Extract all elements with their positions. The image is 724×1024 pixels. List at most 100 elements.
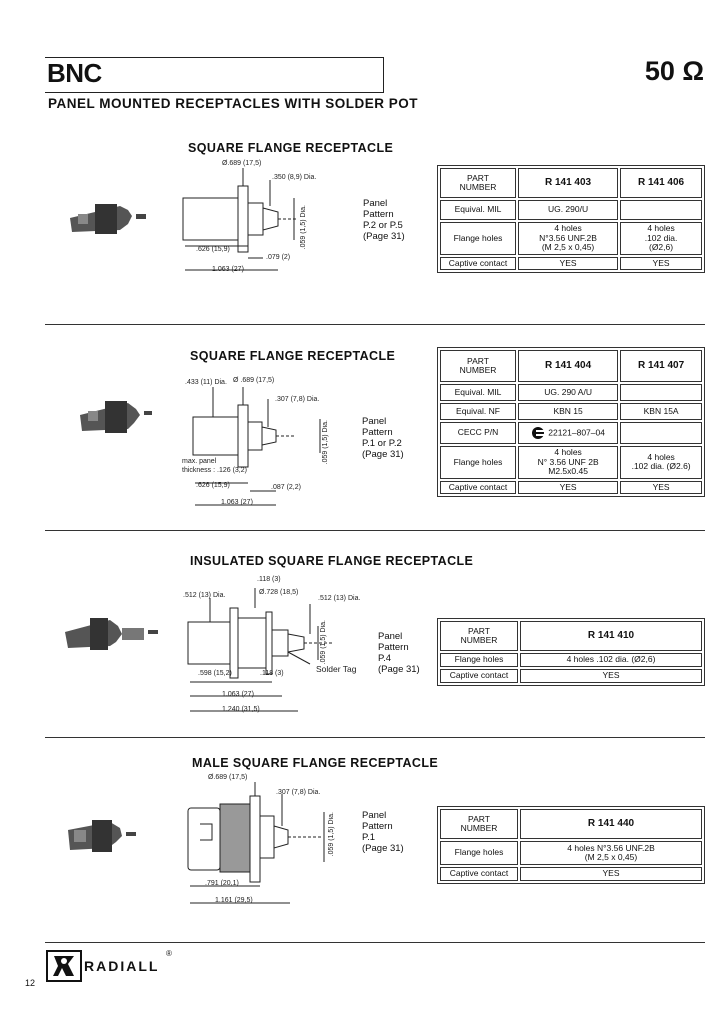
row-label: Equival. MIL: [440, 384, 516, 401]
table-cell: YES: [518, 256, 619, 270]
table-cell: [620, 200, 702, 220]
part-number-cell: R 141 440: [520, 809, 702, 839]
dim-label: thickness : .126 (3,2): [182, 467, 247, 474]
product-photo-2: [80, 401, 152, 433]
table-cell: 4 holes.102 dia.(Ø2,6): [620, 222, 702, 255]
section-4-drawing: [68, 782, 325, 904]
dim-label: .087 (2,2): [271, 484, 301, 491]
row-label: Flange holes: [440, 446, 516, 479]
cecc-logo-icon: [532, 427, 546, 439]
table-cell: 4 holes N°3.56 UNF.2B(M 2,5 x 0,45): [520, 841, 702, 865]
dim-label: 1.063 (27): [222, 691, 254, 698]
dim-label: Ø.728 (18,5): [259, 589, 299, 596]
dim-label: .512 (13) Dia.: [183, 592, 226, 599]
dim-label: .512 (13) Dia.: [318, 595, 361, 602]
dim-label: .626 (15,9): [196, 246, 230, 253]
product-photo-1: [70, 204, 146, 234]
header-frame: [45, 57, 384, 93]
table-cell: YES: [620, 256, 702, 270]
row-label: Flange holes: [440, 653, 518, 667]
table-cell: YES: [620, 480, 702, 494]
dim-label: 1.063 (27): [221, 499, 253, 506]
row-label: Flange holes: [440, 222, 516, 255]
table-cell: KBN 15A: [620, 403, 702, 420]
technical-drawing-3: [187, 588, 332, 712]
row-label: CECC P/N: [440, 422, 516, 444]
page-number: 12: [25, 978, 36, 988]
section-3-title: INSULATED SQUARE FLANGE RECEPTACLE: [190, 554, 474, 568]
section-2-title: SQUARE FLANGE RECEPTACLE: [190, 349, 396, 363]
dim-label: .791 (20,1): [205, 880, 239, 887]
dim-label: Ø.689 (17,5): [222, 160, 262, 167]
table-cell: UG. 290/U: [518, 200, 619, 220]
table-cell: [620, 384, 702, 401]
dim-label: Ø .689 (17,5): [233, 377, 275, 384]
impedance-label: 50 Ω: [644, 56, 704, 86]
footer-divider: [45, 942, 705, 943]
table-cell: KBN 15: [518, 403, 619, 420]
section-divider: [45, 324, 705, 325]
technical-drawing-1: [182, 168, 298, 271]
table-cell: YES: [520, 669, 702, 683]
dim-label: max. panel: [182, 458, 217, 465]
dim-label: .307 (7,8) Dia.: [275, 396, 320, 403]
dim-label: .118 (3): [260, 670, 284, 677]
section-2-drawing: [80, 387, 321, 506]
section-3-drawing: [65, 588, 332, 712]
section-1-drawing: [70, 168, 298, 271]
page-subtitle: PANEL MOUNTED RECEPTACLES WITH SOLDER PO…: [48, 96, 419, 111]
dim-label: .433 (11) Dia.: [185, 379, 227, 386]
row-label: Equival. MIL: [440, 200, 516, 220]
dim-label: 1.063 (27): [212, 266, 244, 273]
row-label: Captive contact: [440, 480, 516, 494]
dim-label: .059 (1,5) Dia.: [322, 420, 329, 465]
technical-drawing-4: [187, 782, 325, 904]
dim-label: .079 (2): [266, 254, 291, 261]
dim-label: 1.240 (31,5): [222, 706, 260, 713]
row-label: Captive contact: [440, 867, 518, 881]
radiall-logo-icon: [46, 950, 82, 982]
dim-label: 1.161 (29,5): [215, 897, 253, 904]
table-cell: YES: [518, 480, 619, 494]
part-number-cell: R 141 404: [518, 350, 619, 382]
product-photo-4: [68, 820, 136, 852]
part-number-cell: R 141 410: [520, 621, 702, 651]
section-divider: [45, 737, 705, 738]
dim-label: .598 (15,2): [198, 670, 232, 677]
dim-label: .350 (8,9) Dia.: [272, 174, 317, 181]
table-cell: 4 holes.102 dia. (Ø2.6): [620, 446, 702, 479]
table-cell: UG. 290 A/U: [518, 384, 619, 401]
dim-label: .307 (7,8) Dia.: [276, 789, 321, 796]
table-cell: 4 holes .102 dia. (Ø2,6): [520, 653, 702, 667]
dim-label: Ø.689 (17,5): [208, 774, 248, 781]
row-label: Captive contact: [440, 256, 516, 270]
table-cell: YES: [520, 867, 702, 881]
dim-label: .118 (3): [257, 576, 281, 583]
row-label: Flange holes: [440, 841, 518, 865]
dim-label: .626 (15,9): [196, 482, 230, 489]
part-number-cell: R 141 406: [620, 168, 702, 198]
table-cell: [620, 422, 702, 444]
product-photo-3: [65, 618, 158, 650]
table-cell: 22121–807–04: [518, 422, 619, 444]
solder-tag-label: Solder Tag: [316, 664, 357, 674]
logo-text: RADIALL: [84, 958, 160, 974]
technical-drawing-2: [192, 387, 321, 506]
part-number-cell: R 141 403: [518, 168, 619, 198]
section-1-title: SQUARE FLANGE RECEPTACLE: [188, 141, 394, 155]
section-4-title: MALE SQUARE FLANGE RECEPTACLE: [192, 756, 439, 770]
